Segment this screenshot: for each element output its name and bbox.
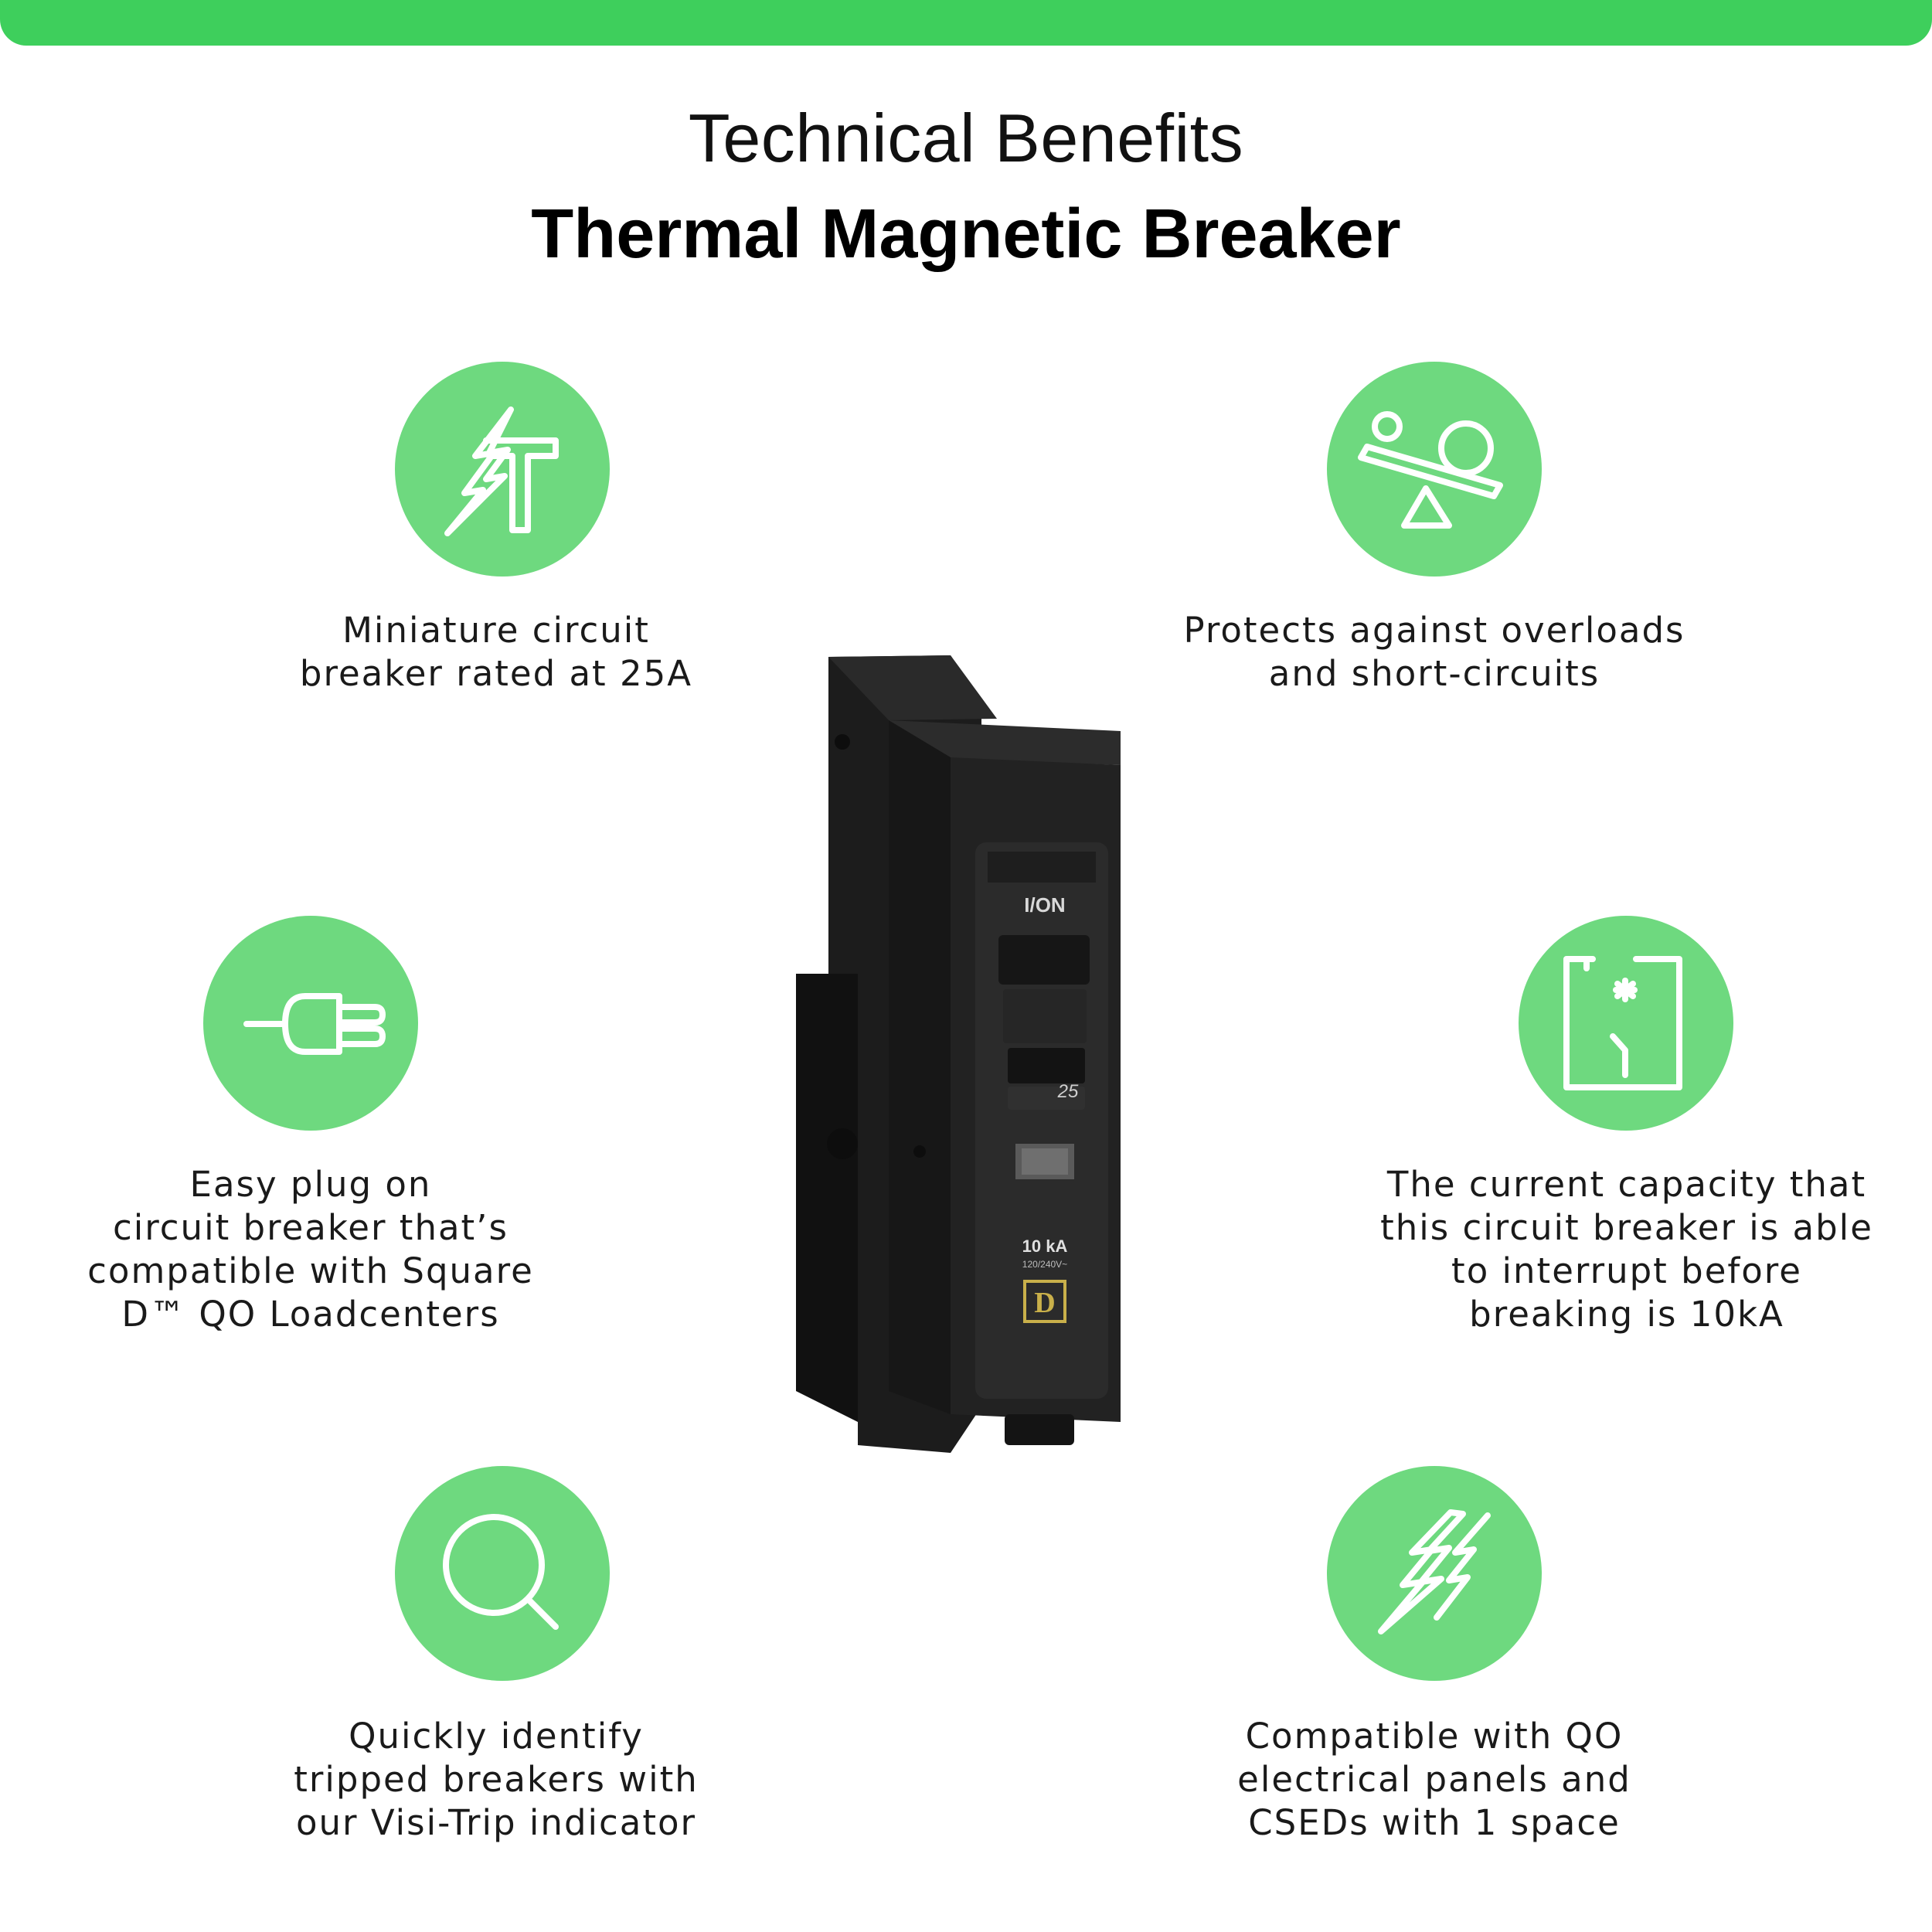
circuit-switch-icon	[1519, 916, 1733, 1131]
lightning-pole-icon	[395, 362, 610, 577]
feature-text-panels: Compatible with QO electrical panels and…	[1237, 1716, 1631, 1843]
plug-icon	[203, 916, 418, 1131]
feature-text-protection: Protects against overloads and short-cir…	[1183, 610, 1685, 694]
feature-text-rating: Miniature circuit breaker rated at 25A	[299, 610, 693, 694]
circuit-breaker-image: I/ON 25 10 kA 120/240V~ D	[796, 649, 1136, 1453]
feature-text-compatibility: Easy plug on circuit breaker that’s comp…	[87, 1164, 534, 1335]
brand-logo: D	[1034, 1287, 1055, 1319]
switch-label: I/ON	[1024, 893, 1065, 917]
magnifier-icon	[395, 1466, 610, 1681]
page-eyebrow: Technical Benefits	[688, 100, 1244, 176]
ampere-rating: 25	[1057, 1081, 1079, 1102]
top-accent-bar	[0, 0, 1932, 46]
voltage-rating: 120/240V~	[1022, 1259, 1067, 1270]
interrupt-rating: 10 kA	[1022, 1236, 1068, 1256]
feature-text-interrupt: The current capacity that this circuit b…	[1380, 1164, 1873, 1335]
balance-seesaw-icon	[1327, 362, 1542, 577]
page-title: Thermal Magnetic Breaker	[531, 196, 1401, 273]
double-lightning-icon	[1327, 1466, 1542, 1681]
feature-text-visi-trip: Quickly identify tripped breakers with o…	[294, 1716, 699, 1843]
